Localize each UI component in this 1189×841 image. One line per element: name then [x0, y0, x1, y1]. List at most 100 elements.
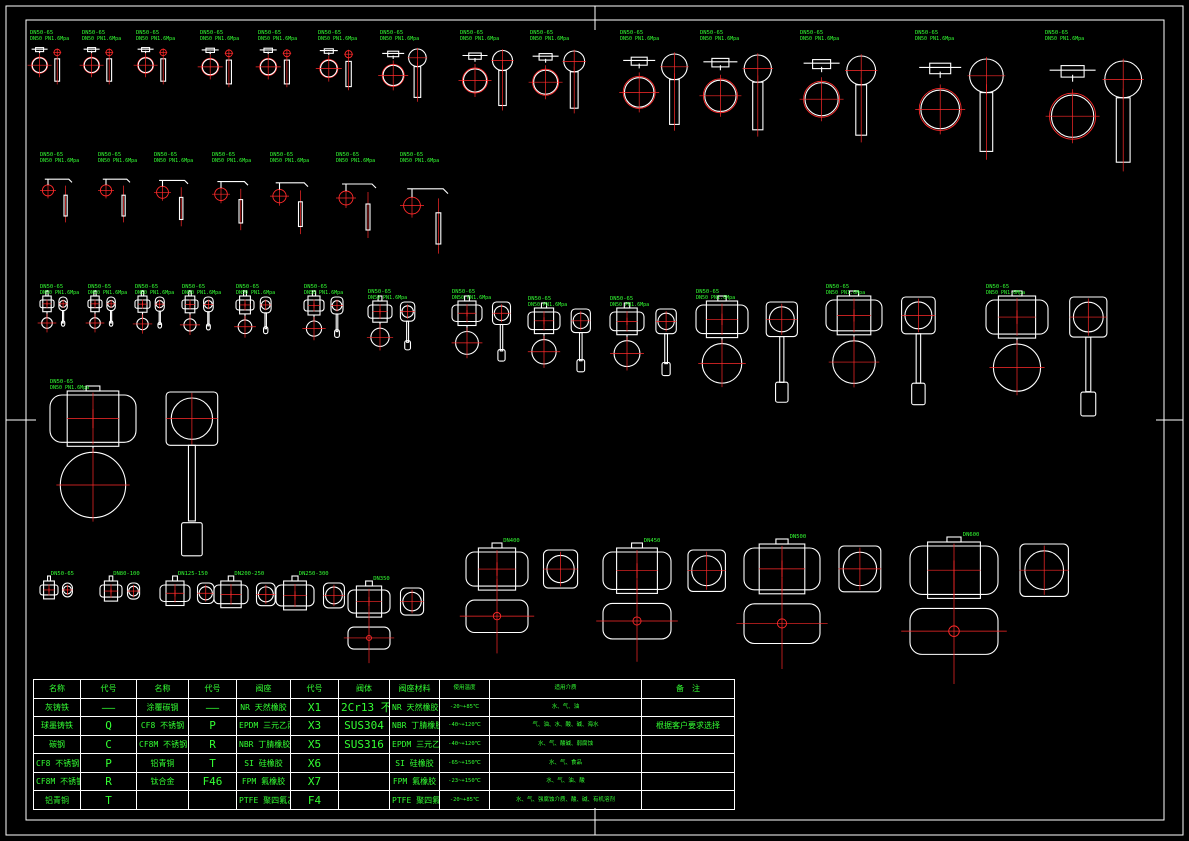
manual-valve-group [619, 52, 689, 131]
size-label: DN50-65 [336, 152, 359, 158]
spec-cell: X6 [290, 753, 339, 773]
size-label: DN50-65 [88, 284, 111, 290]
size-label: DN50 PN1.6Mpa [380, 36, 419, 42]
size-label: DN50 PN1.6Mpa [270, 158, 309, 164]
size-label: DN50-65 [182, 284, 205, 290]
size-label: DN50 PN1.6Mpa [88, 290, 127, 296]
size-label: DN50 PN1.6Mpa [212, 158, 251, 164]
spec-cell: 铝青铜 [33, 790, 81, 810]
spec-cell [641, 697, 735, 718]
spec-cell: 代号 [188, 679, 237, 699]
spec-cell: 涂覆碳钢 [136, 697, 189, 718]
size-label: DN50-65 [270, 152, 293, 158]
spec-cell: CF8 不锈钢 [33, 753, 81, 773]
pneumatic-valve-group [302, 290, 344, 341]
size-label: DN50-65 [826, 284, 849, 290]
size-label: DN50-65 [528, 296, 551, 302]
spec-cell: NR 天然橡胶 [389, 697, 440, 718]
size-label: DN50-65 [452, 289, 475, 295]
spec-cell: SUS304 [338, 716, 390, 736]
pneumatic-valve-group [366, 295, 416, 351]
spec-cell: 球墨铸铁 [33, 716, 81, 736]
pneumatic-valve-group [695, 295, 798, 403]
size-label: DN50-65 [915, 30, 938, 36]
spec-cell: SUS316 [338, 734, 390, 755]
size-label: DN50-65 [368, 289, 391, 295]
pneumatic-valve-group [37, 290, 68, 333]
spec-cell: 阀座材料 [389, 679, 440, 699]
actuator-views [901, 536, 1069, 684]
spec-cell: 名称 [33, 679, 81, 699]
size-label: DN50-65 [51, 571, 74, 577]
spec-cell: R [188, 734, 237, 755]
size-label: DN50-65 [40, 284, 63, 290]
size-label: DN50-65 [700, 30, 723, 36]
size-label: DN50 PN1.6Mpa [154, 158, 193, 164]
spec-cell: 水、气、油、酸 [489, 771, 642, 792]
spec-cell: 水、气、油 [489, 697, 642, 718]
pneumatic-valve-group [49, 385, 219, 557]
manual-valve-group [528, 49, 586, 114]
size-label: DN50-65 [212, 152, 235, 158]
size-label: DN125-150 [178, 571, 208, 577]
spec-cell [188, 790, 237, 810]
spec-cell: —— [80, 697, 137, 718]
size-label: DN450 [644, 538, 661, 544]
spec-cell: SI 硅橡胶 [236, 753, 291, 773]
spec-cell: X5 [290, 734, 339, 755]
spec-cell: -23~+150℃ [439, 771, 490, 792]
spec-cell: -65~+150℃ [439, 753, 490, 773]
spec-cell: 2Cr13 不锈 [338, 697, 390, 718]
spec-cell: 铝青铜 [136, 753, 189, 773]
spec-cell: 阀座 [236, 679, 291, 699]
pneumatic-valve-group [234, 290, 272, 338]
spec-cell: 钛合金 [136, 771, 189, 792]
size-label: DN50 PN1.6Mpa [336, 158, 375, 164]
spec-cell: 代号 [80, 679, 137, 699]
size-label: DN50-65 [258, 30, 281, 36]
lever-valve-group [154, 179, 189, 227]
manual-valve-group [915, 56, 1006, 160]
spec-cell: NBR 丁腈橡胶 [389, 716, 440, 736]
actuator-views [213, 575, 276, 609]
pneumatic-valve-group [985, 290, 1108, 417]
spec-cell: -20~+85℃ [439, 697, 490, 718]
spec-cell: PTFE 聚四氟乙烯 [236, 790, 291, 810]
spec-cell: FPM 氟橡胶 [236, 771, 291, 792]
size-label: DN50 PN1.6Mpa [700, 36, 739, 42]
spec-cell: -20~+85℃ [439, 790, 490, 810]
size-label: DN200-250 [234, 571, 264, 577]
size-label: DN50-65 [135, 284, 158, 290]
spec-cell: -40~+120℃ [439, 716, 490, 736]
size-label: DN50-65 [1045, 30, 1068, 36]
spec-cell: T [188, 753, 237, 773]
spec-cell: EPDM 三元乙丙 [389, 734, 440, 755]
size-label: DN50-65 [40, 152, 63, 158]
pneumatic-valve-group [132, 290, 165, 334]
spec-cell: 灰铸铁 [33, 697, 81, 718]
size-label: DN50-65 [200, 30, 223, 36]
size-label: DN50 PN1.6Mpa [1045, 36, 1084, 42]
spec-table: 名称代号名称代号阀座代号阀体阀座材料使用温度适用介质备 注灰铸铁——涂覆碳钢——… [33, 679, 735, 810]
spec-cell: F46 [188, 771, 237, 792]
size-label: DN50-65 [30, 30, 53, 36]
spec-cell: —— [188, 697, 237, 718]
spec-cell: 根据客户要求选择 [641, 716, 735, 736]
spec-cell: NR 天然橡胶 [236, 697, 291, 718]
size-label: DN50-65 [82, 30, 105, 36]
spec-cell [338, 771, 390, 792]
spec-cell: 水、气、强腐蚀介质、酸、碱、有机溶剂 [489, 790, 642, 810]
spec-cell: F4 [290, 790, 339, 810]
size-label: DN50-65 [98, 152, 121, 158]
size-label: DN50 PN1.6Mpa [236, 290, 275, 296]
spec-cell: 气、油、水、酸、碱、海水 [489, 716, 642, 736]
lever-valve-group [40, 178, 73, 223]
size-label: DN50 PN1.6Mpa [304, 290, 343, 296]
spec-cell: 水、气、食品 [489, 753, 642, 773]
size-label: DN50 PN1.6Mpa [610, 302, 649, 308]
